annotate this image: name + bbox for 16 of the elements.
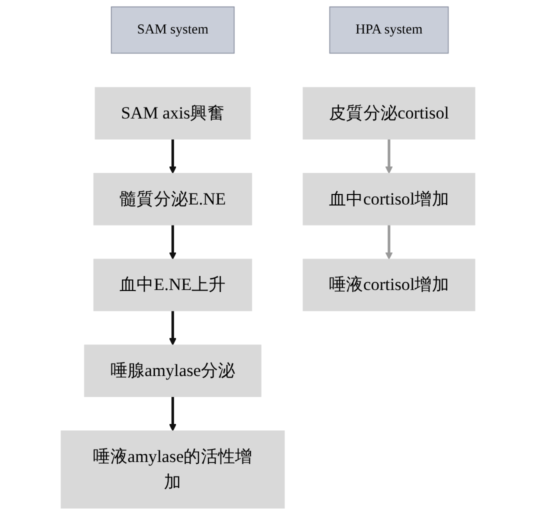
node-box: SAM axis興奮: [94, 87, 251, 140]
arrow: [385, 139, 393, 174]
node-box: 血中cortisol增加: [302, 172, 476, 226]
node-box: 唾腺amylase分泌: [84, 344, 262, 397]
node-box: HPA system: [329, 6, 449, 54]
arrow: [168, 139, 177, 174]
node-box: 唾液cortisol增加: [302, 258, 476, 312]
node-box: 唾液amylase的活性增加: [60, 430, 285, 509]
arrow: [168, 396, 177, 432]
arrow: [168, 224, 177, 260]
node-box: 血中E.NE上升: [93, 258, 252, 312]
node-box: SAM system: [110, 6, 235, 54]
arrow: [385, 224, 393, 260]
node-box: 皮質分泌cortisol: [302, 87, 476, 140]
arrow: [168, 310, 177, 346]
node-box: 髓質分泌E.NE: [93, 172, 252, 226]
